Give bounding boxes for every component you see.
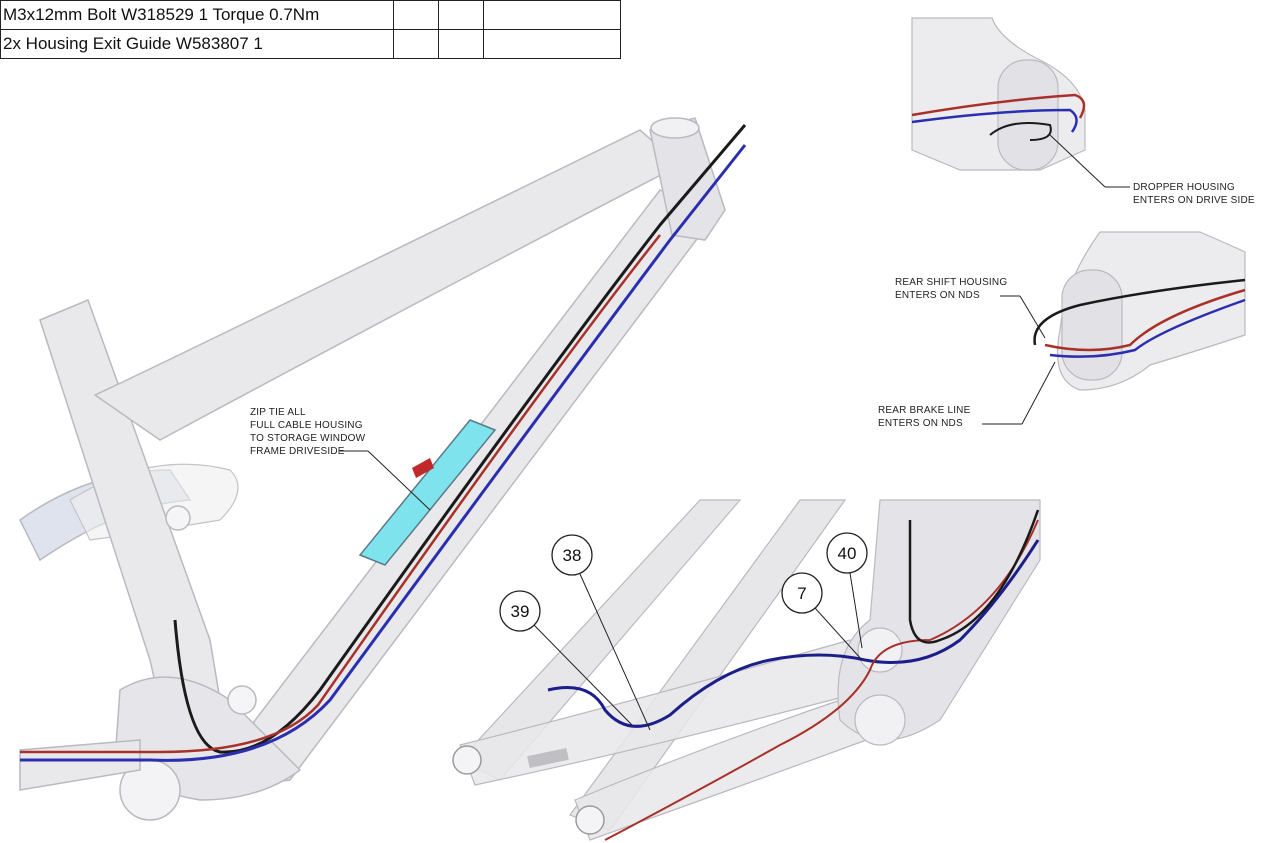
dropout <box>452 745 482 775</box>
balloon-7: 7 <box>781 572 863 661</box>
balloon-number: 7 <box>797 584 806 603</box>
main-frame <box>19 117 747 821</box>
pivot-circle <box>857 627 903 673</box>
table-row: 2x Housing Exit Guide W583807 1 <box>0 29 621 59</box>
callout-line: REAR BRAKE LINE <box>878 405 971 416</box>
housing-black <box>173 124 747 754</box>
housing-red <box>911 93 1086 119</box>
leader-line <box>1049 134 1106 188</box>
balloon-number: 38 <box>563 546 582 565</box>
housing-blue <box>547 539 1040 728</box>
main-pivot-area <box>837 499 1041 741</box>
callout-line: ENTERS ON NDS <box>878 418 963 429</box>
pivot-circle <box>854 694 906 746</box>
housing-blue <box>911 108 1078 133</box>
zip-tie <box>412 458 434 478</box>
balloon-number: 39 <box>511 602 530 621</box>
table-cell-empty <box>438 29 484 59</box>
housing-black <box>989 122 1052 141</box>
pivot-circle <box>165 505 191 531</box>
housing-red <box>604 519 1039 841</box>
housing-blue <box>20 144 747 762</box>
zip-tie-callout: ZIP TIE ALL FULL CABLE HOUSING TO STORAG… <box>250 407 431 511</box>
leader-line <box>367 450 431 511</box>
callout-line: ENTERS ON NDS <box>895 290 980 301</box>
callout-line: TO STORAGE WINDOW <box>250 433 366 444</box>
head-tube-top <box>650 117 700 139</box>
callout-line: DROPPER HOUSING <box>1133 182 1235 193</box>
leader-line <box>1021 361 1056 425</box>
detail-dropper: DROPPER HOUSING ENTERS ON DRIVE SIDE <box>911 17 1255 206</box>
detail-rear-entry: REAR SHIFT HOUSING ENTERS ON NDS REAR BR… <box>878 231 1246 429</box>
table-row: M3x12mm Bolt W318529 1 Torque 0.7Nm <box>0 0 621 30</box>
callout-line: REAR SHIFT HOUSING <box>895 277 1007 288</box>
housing-red <box>20 234 661 754</box>
balloon-number: 40 <box>838 544 857 563</box>
callout-line: ZIP TIE ALL <box>250 407 306 418</box>
detail-tube <box>997 59 1059 171</box>
balloon-38: 38 <box>551 534 651 731</box>
detail-swingarm <box>452 499 1041 841</box>
balloon-40: 40 <box>826 532 868 649</box>
housing-black <box>908 509 1040 644</box>
housing-blue <box>1049 298 1246 358</box>
storage-window <box>358 419 497 566</box>
balloon-39: 39 <box>499 590 633 726</box>
parts-table: M3x12mm Bolt W318529 1 Torque 0.7Nm 2x H… <box>0 0 621 59</box>
housing-red <box>1044 288 1246 352</box>
dropout <box>575 805 605 835</box>
table-cell-empty <box>483 29 621 59</box>
leader-line <box>1019 295 1046 339</box>
table-cell-empty <box>393 29 439 59</box>
callout-line: FULL CABLE HOUSING <box>250 420 363 431</box>
callout-line: FRAME DRIVESIDE <box>250 446 345 457</box>
part-description: M3x12mm Bolt W318529 1 Torque 0.7Nm <box>0 0 394 30</box>
swingarm-label-plate <box>527 747 569 769</box>
part-description: 2x Housing Exit Guide W583807 1 <box>0 29 394 59</box>
detail-tube <box>1061 269 1123 381</box>
table-cell-empty <box>393 0 439 30</box>
pivot-circle <box>227 685 257 715</box>
callout-line: ENTERS ON DRIVE SIDE <box>1133 195 1255 206</box>
